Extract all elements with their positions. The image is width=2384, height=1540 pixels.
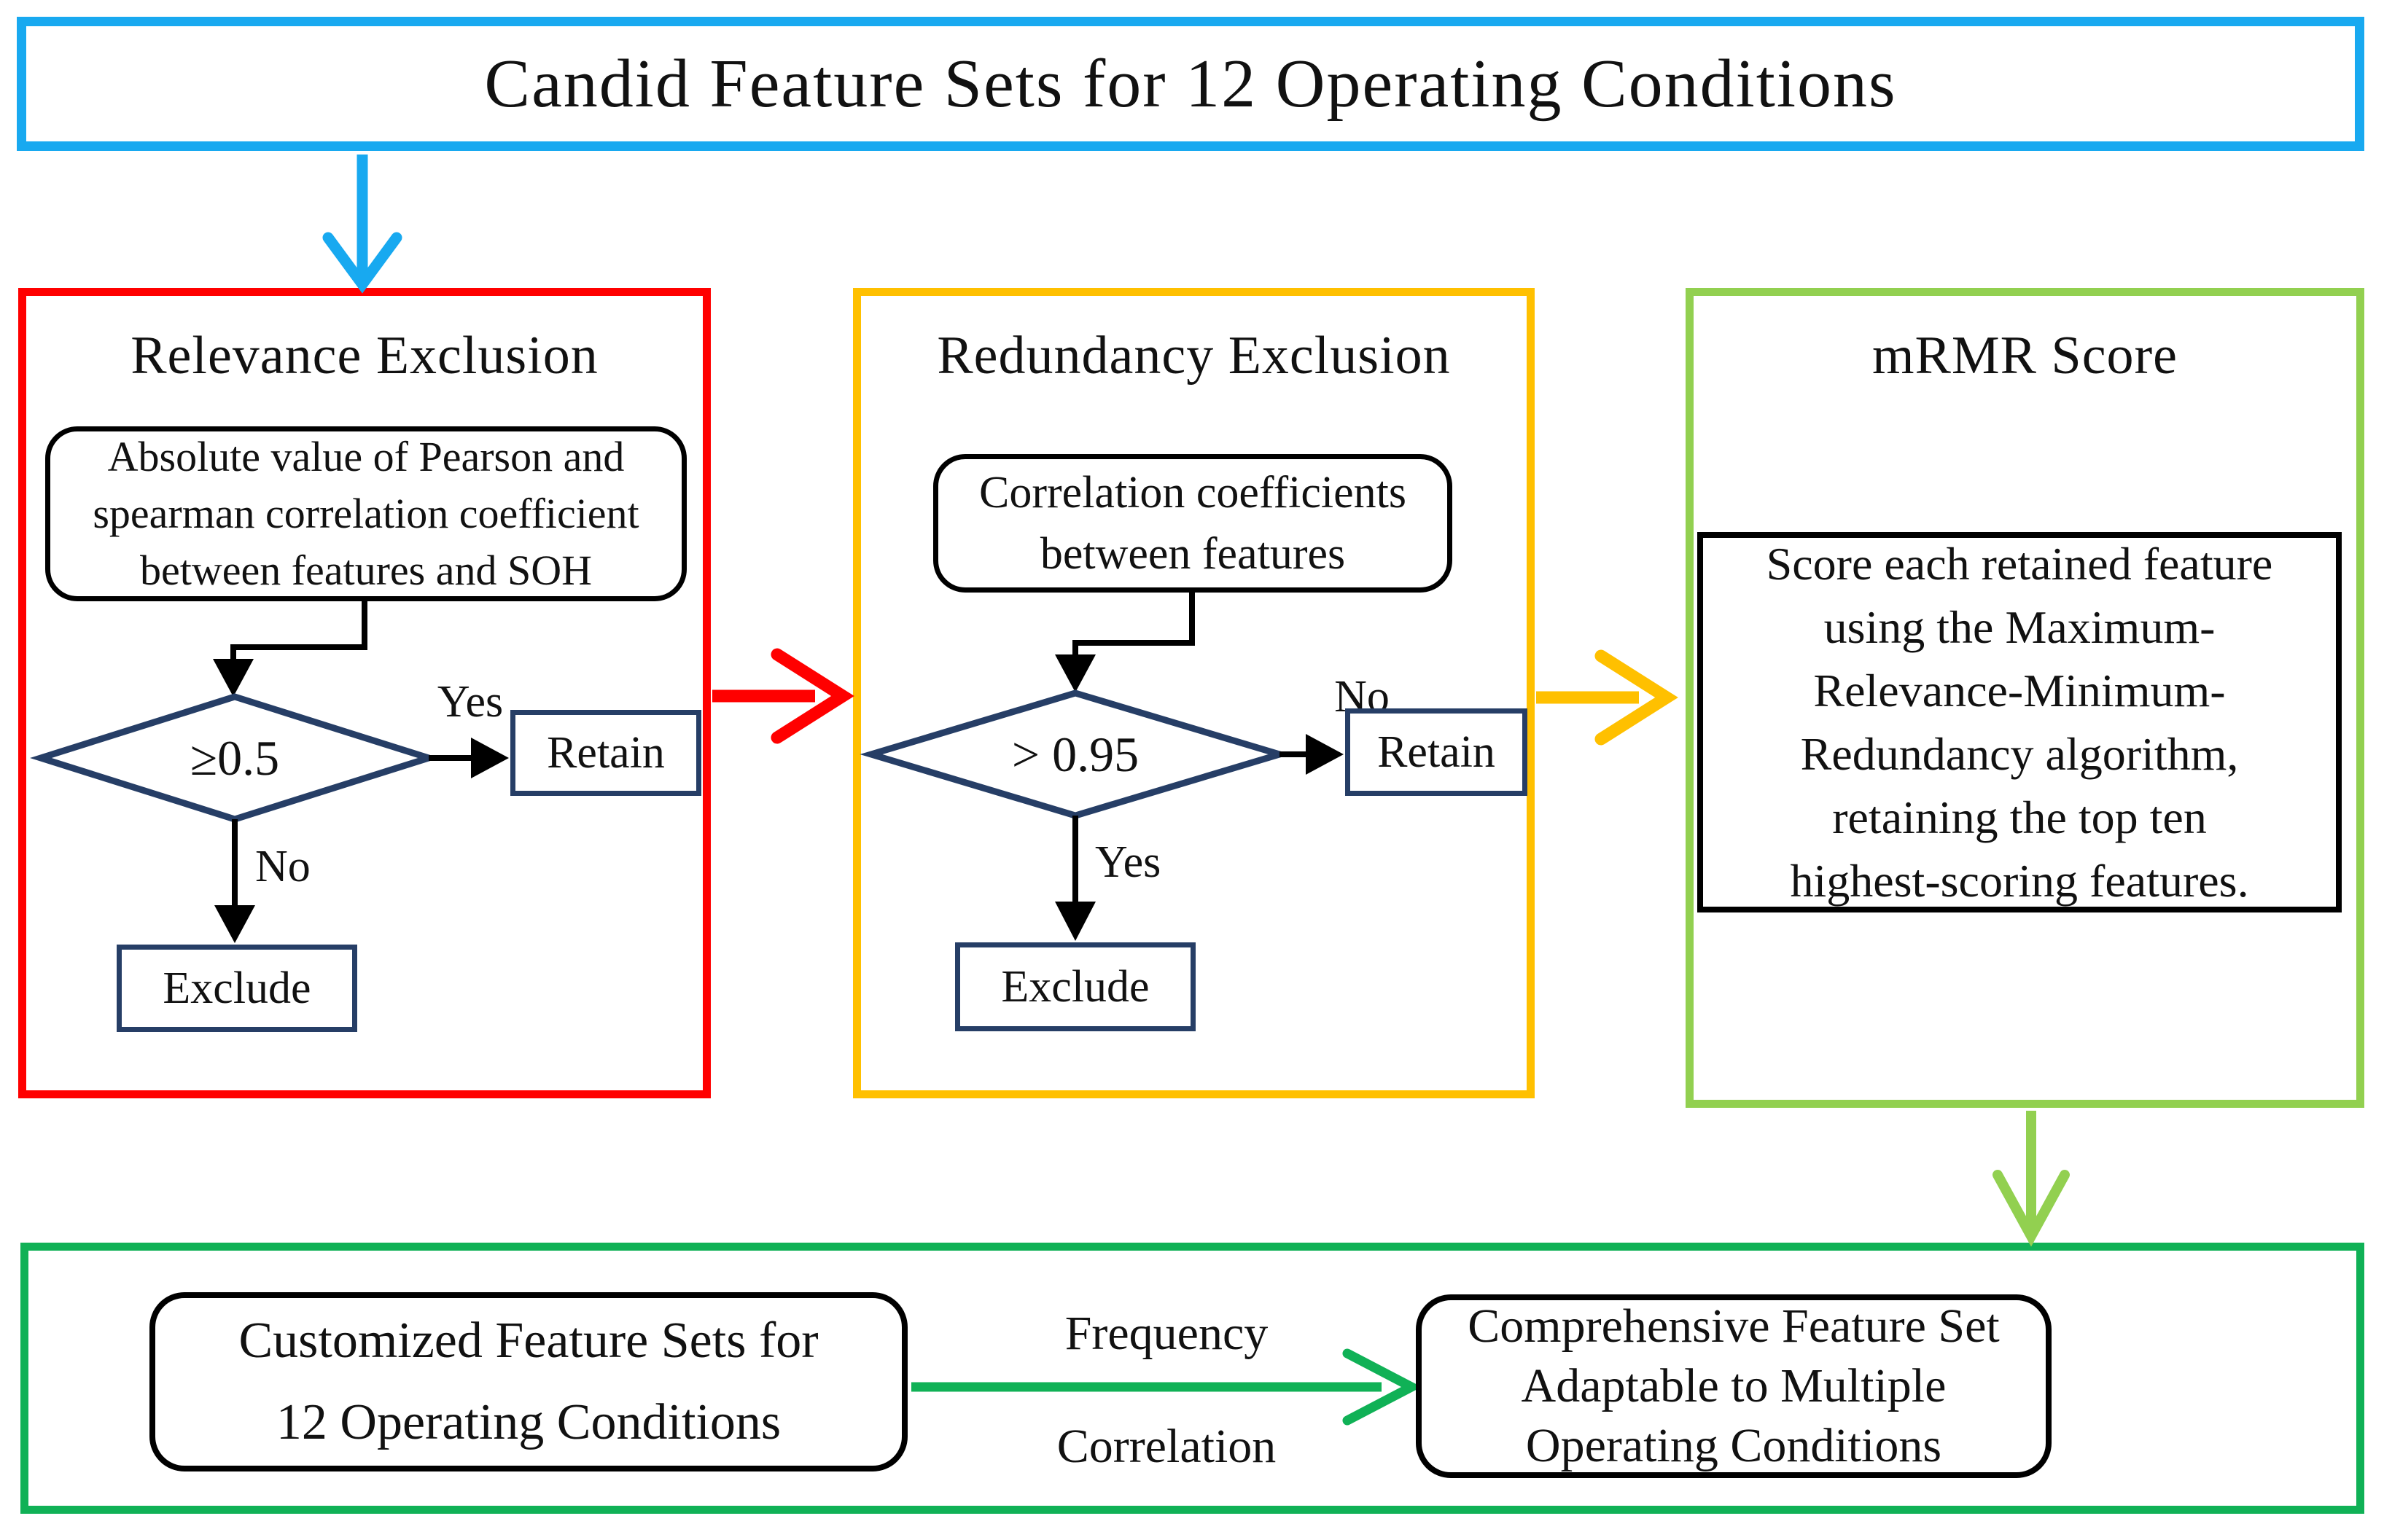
mrmr-line-5: retaining the top ten	[1832, 792, 2207, 843]
relevance-input-line-2: spearman correlation coefficient	[93, 490, 639, 537]
customized-feature-sets-text: Customized Feature Sets for 12 Operating…	[238, 1300, 818, 1463]
mrmr-line-2: using the Maximum-	[1823, 601, 2216, 653]
relevance-input-text: Absolute value of Pearson and spearman c…	[93, 429, 639, 599]
customized-line-2: 12 Operating Conditions	[276, 1394, 782, 1450]
mrmr-line-1: Score each retained feature	[1766, 538, 2273, 590]
customized-line-1: Customized Feature Sets for	[238, 1313, 819, 1369]
mrmr-line-4: Redundancy algorithm,	[1800, 728, 2239, 780]
redundancy-yes-label: Yes	[1095, 837, 1161, 887]
comprehensive-line-2: Adaptable to Multiple	[1521, 1359, 1947, 1412]
relevance-input-line-3: between features and SOH	[139, 547, 593, 594]
redundancy-panel-title: Redundancy Exclusion	[937, 326, 1451, 386]
arrow-mrmr-to-output	[1992, 1111, 2070, 1247]
relevance-no-label: No	[255, 842, 311, 891]
mrmr-description-text: Score each retained feature using the Ma…	[1766, 532, 2273, 912]
mrmr-description-box: Score each retained feature using the Ma…	[1697, 532, 2342, 912]
redundancy-input-line-2: between features	[1040, 529, 1346, 579]
relevance-panel-title: Relevance Exclusion	[131, 326, 599, 386]
redundancy-condition-label: > 0.95	[1011, 727, 1140, 782]
arrow-relevance-to-redundancy	[712, 648, 854, 744]
mrmr-line-6: highest-scoring features.	[1790, 855, 2249, 907]
comprehensive-line-3: Operating Conditions	[1525, 1419, 1942, 1472]
redundancy-retain-box: Retain	[1345, 708, 1527, 796]
redundancy-input-box: Correlation coefficients between feature…	[933, 454, 1452, 593]
correlation-label: Correlation	[1056, 1420, 1277, 1473]
relevance-input-line-1: Absolute value of Pearson and	[107, 433, 625, 480]
title-text: Candid Feature Sets for 12 Operating Con…	[484, 46, 1897, 122]
relevance-retain-box: Retain	[510, 710, 701, 796]
customized-feature-sets-box: Customized Feature Sets for 12 Operating…	[149, 1292, 908, 1471]
redundancy-input-line-1: Correlation coefficients	[979, 468, 1406, 517]
relevance-yes-label: Yes	[437, 677, 504, 727]
relevance-input-box: Absolute value of Pearson and spearman c…	[45, 426, 687, 601]
comprehensive-feature-set-box: Comprehensive Feature Set Adaptable to M…	[1416, 1294, 2052, 1478]
comprehensive-feature-set-text: Comprehensive Feature Set Adaptable to M…	[1468, 1297, 1999, 1476]
relevance-condition-label: ≥0.5	[190, 730, 280, 786]
arrow-redundancy-to-mrmr	[1536, 649, 1678, 746]
relevance-exclude-box: Exclude	[117, 945, 357, 1032]
redundancy-exclude-box: Exclude	[955, 942, 1196, 1031]
mrmr-panel-title: mRMR Score	[1871, 326, 2178, 386]
frequency-label: Frequency	[1064, 1307, 1269, 1360]
comprehensive-line-1: Comprehensive Feature Set	[1468, 1299, 2000, 1353]
title-box: Candid Feature Sets for 12 Operating Con…	[17, 17, 2364, 151]
mrmr-line-3: Relevance-Minimum-	[1813, 665, 2226, 716]
arrow-title-to-relevance	[322, 155, 402, 294]
redundancy-input-text: Correlation coefficients between feature…	[979, 462, 1406, 585]
